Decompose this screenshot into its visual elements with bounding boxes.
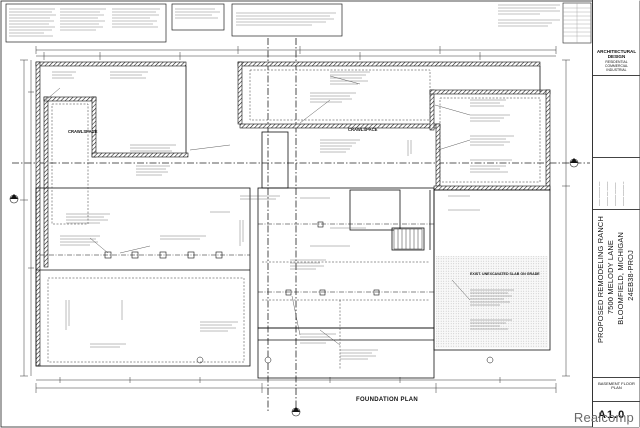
section-markers <box>9 158 579 417</box>
crawlspace-mid-label: CRAWLSPACE <box>348 127 378 132</box>
title-block-sheet-caption: BASEMENT FLOOR PLAN <box>593 378 640 402</box>
construction-notes <box>171 3 225 31</box>
annotation-text-marks <box>52 71 514 360</box>
firm-service-1: RESIDENTIAL <box>605 59 628 64</box>
title-block-logo-row <box>593 76 640 158</box>
existing-slab-label: EXIST. UNEXCAVATED SLAB ON GRADE <box>470 272 540 276</box>
title-block-project-row: PROPOSED REMODELING RANCH 7500 MELODY LA… <box>593 210 640 378</box>
title-block: ARCHITECTURAL DESIGN RESIDENTIAL COMMERC… <box>592 0 640 427</box>
firm-service-3: INDUSTRIAL <box>606 68 627 73</box>
plan-outline <box>35 66 551 379</box>
project-line-4: 24EB38-PROJ <box>626 250 635 301</box>
sheet-caption-2: PLAN <box>611 385 622 391</box>
general-notes <box>5 3 167 43</box>
project-line-2: 7500 MELODY LANE <box>606 240 615 315</box>
drawing-title: FOUNDATION PLAN <box>356 397 419 403</box>
grid-lines <box>12 38 590 412</box>
stair <box>393 228 423 250</box>
title-block-address-row: ─── ───── ── ──── ── ──── ───── ───── ──… <box>593 158 640 210</box>
footing-outlines <box>47 69 541 370</box>
vertical-notes <box>65 140 412 330</box>
crawlspace-left-label: CRAWLSPACE <box>68 129 98 134</box>
annotation-leaders <box>45 75 471 346</box>
realcomp-watermark: Realcomp <box>573 410 634 425</box>
sheet-caption-1: BASEMENT FLOOR <box>598 381 635 386</box>
title-block-firm: ARCHITECTURAL DESIGN RESIDENTIAL COMMERC… <box>593 46 640 76</box>
contractor-note <box>498 2 592 44</box>
sheet-number: A1.0 <box>598 409 626 421</box>
firm-name: ARCHITECTURAL DESIGN <box>596 49 637 60</box>
project-line-1: PROPOSED REMODELING RANCH <box>596 216 605 343</box>
dimensional-note <box>231 3 343 37</box>
firm-service-2: COMMERCIAL <box>605 64 628 69</box>
foundation-walls <box>35 61 551 367</box>
project-line-3: BLOOMFIELD, MICHIGAN <box>616 232 625 325</box>
steel-beams <box>40 223 434 293</box>
column-pads <box>104 221 380 296</box>
